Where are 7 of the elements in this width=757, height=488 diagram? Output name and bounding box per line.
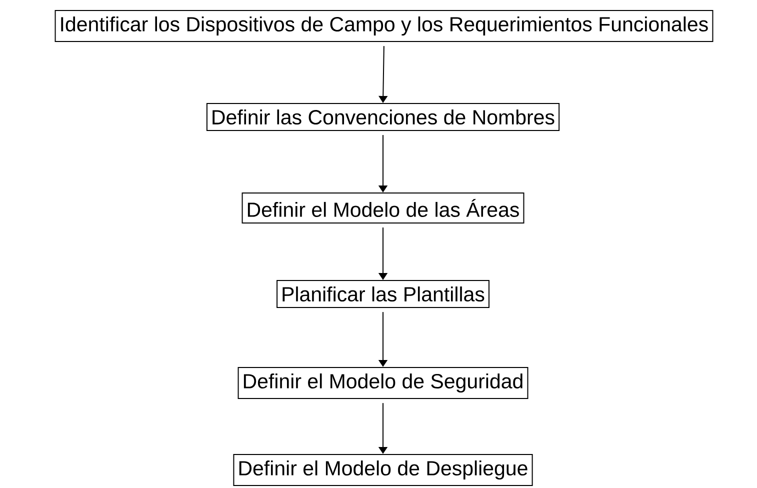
- process-box: Definir el Modelo de Seguridad: [238, 366, 528, 400]
- process-box: Definir el Modelo de las Áreas: [242, 192, 524, 224]
- process-box: Planificar las Plantillas: [276, 280, 490, 308]
- process-box: Identificar los Dispositivos de Campo y los Requerimientos Funcionales: [54, 10, 714, 42]
- process-box: Definir las Convenciones de Nombres: [206, 102, 560, 132]
- process-box: Definir el Modelo de Despliegue: [233, 454, 533, 486]
- arrow: [378, 46, 388, 103]
